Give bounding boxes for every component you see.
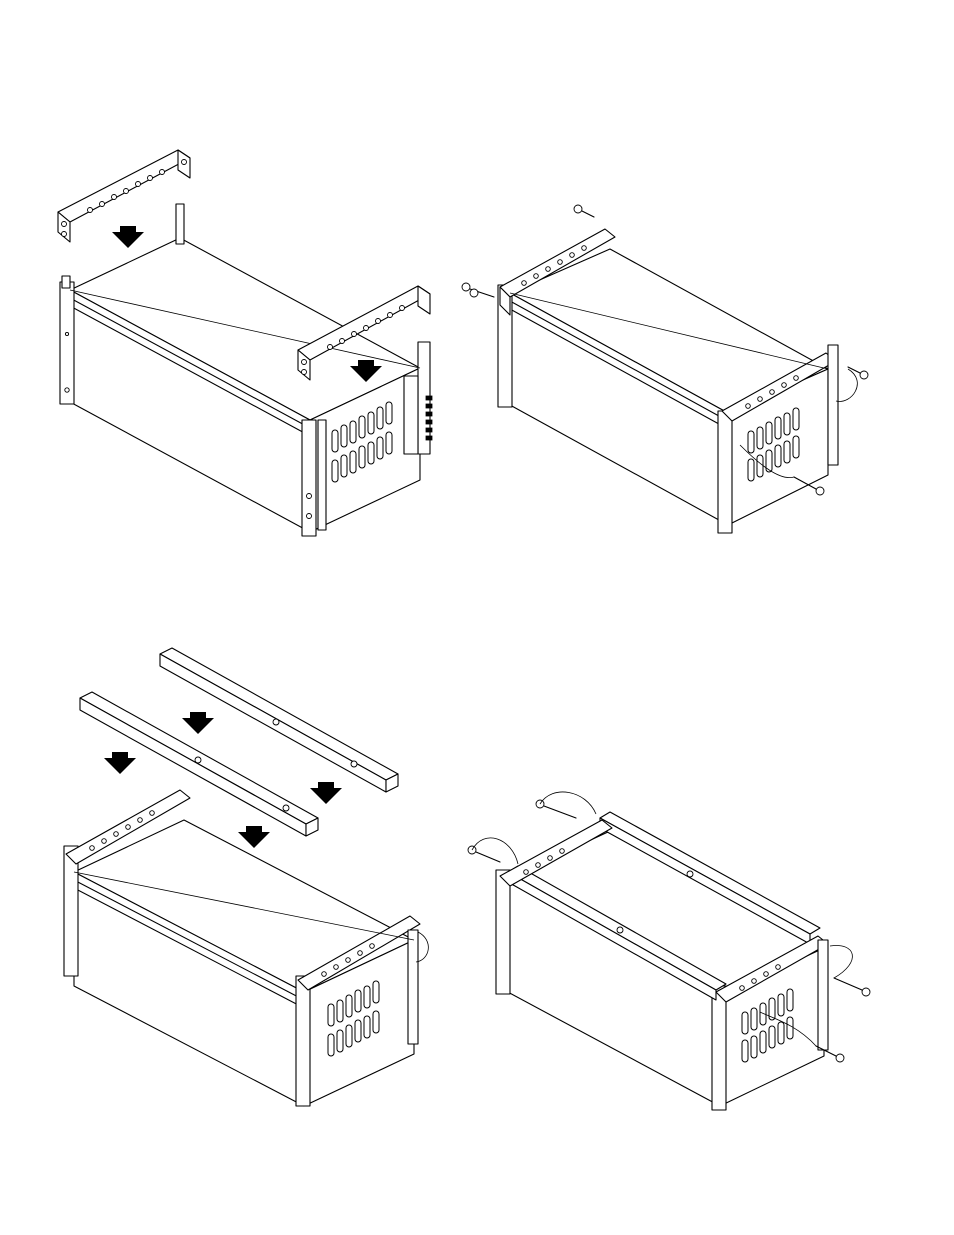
lanyard-cable bbox=[836, 369, 857, 401]
right-frame-post bbox=[712, 986, 726, 1110]
pin-icon bbox=[834, 978, 870, 996]
left-frame-post bbox=[496, 870, 510, 994]
step-3-drawing bbox=[50, 640, 460, 1110]
down-arrow-icon bbox=[112, 226, 144, 248]
panel-step-2 bbox=[460, 195, 900, 545]
right-frame-post bbox=[296, 976, 310, 1106]
step-1-drawing bbox=[40, 120, 460, 550]
panel-step-4 bbox=[460, 780, 900, 1120]
right-frame-post bbox=[718, 411, 732, 533]
pin-icon bbox=[462, 283, 494, 297]
down-arrow-icon bbox=[238, 826, 270, 848]
panel-step-3 bbox=[50, 640, 460, 1110]
left-frame-post bbox=[60, 282, 74, 404]
step-4-drawing bbox=[460, 780, 900, 1120]
down-arrow-icon bbox=[182, 712, 214, 734]
rear-left-upright bbox=[176, 204, 184, 244]
down-arrow-icon bbox=[310, 782, 342, 804]
down-arrow-icon bbox=[104, 752, 136, 774]
panel-step-1 bbox=[40, 120, 460, 550]
left-frame-post bbox=[64, 846, 78, 976]
pin-icon bbox=[536, 800, 576, 818]
pin-icon bbox=[574, 205, 594, 217]
lanyard-cable bbox=[540, 792, 596, 814]
pin-icon bbox=[848, 367, 868, 379]
step-2-drawing bbox=[460, 195, 900, 545]
lanyard-cable bbox=[830, 945, 852, 978]
